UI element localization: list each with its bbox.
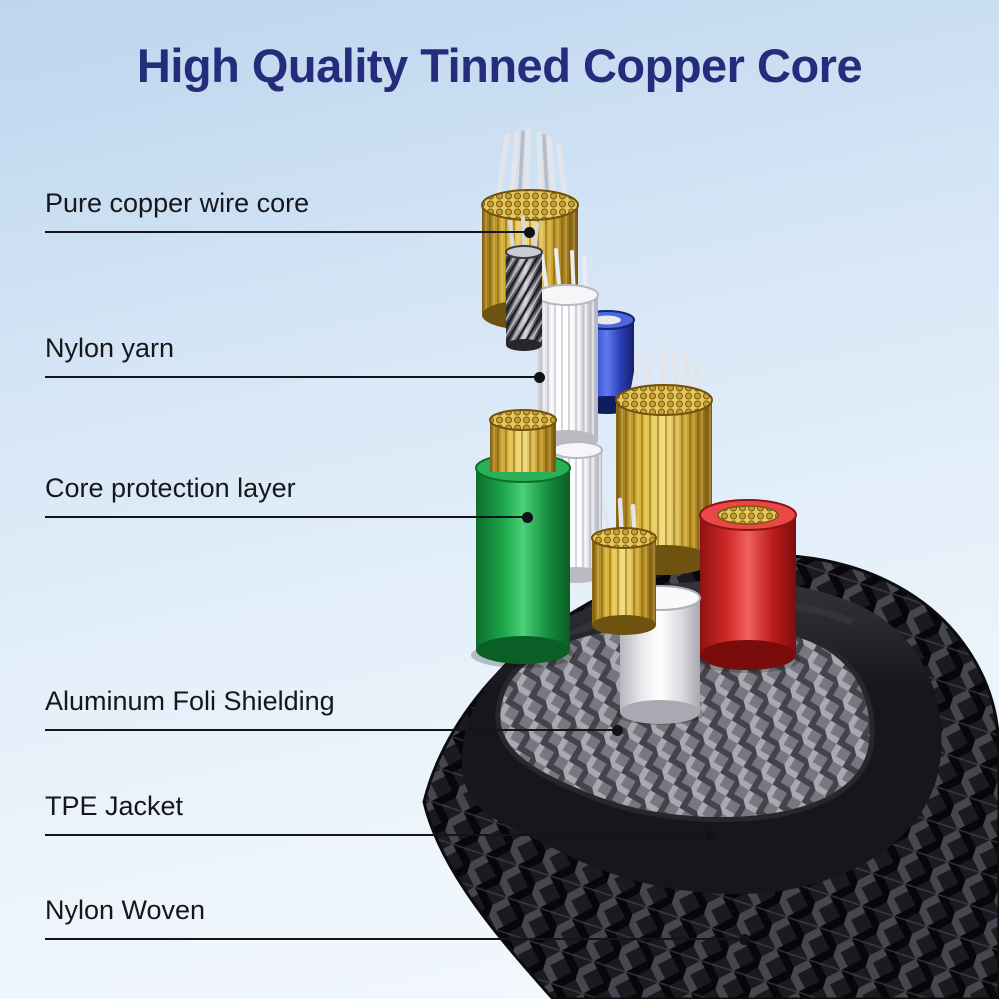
green-core-insulation bbox=[475, 409, 571, 664]
red-core-insulation bbox=[699, 499, 797, 670]
callout-tpe-jacket: TPE Jacket bbox=[45, 791, 717, 841]
callout-pure-copper-wire-core: Pure copper wire core bbox=[45, 188, 535, 238]
copper-bundle-in-green bbox=[489, 409, 557, 472]
white-core-insulation bbox=[591, 497, 701, 724]
callout-label: Nylon Woven bbox=[45, 895, 206, 925]
callout-dot bbox=[524, 227, 535, 238]
callout-label: Aluminum Foli Shielding bbox=[45, 686, 335, 716]
callout-nylon-yarn: Nylon yarn bbox=[45, 333, 545, 383]
callout-core-protection-layer: Core protection layer bbox=[45, 473, 533, 523]
twisted-signal-wire bbox=[505, 216, 543, 351]
callout-label: TPE Jacket bbox=[45, 791, 184, 821]
page-title: High Quality Tinned Copper Core bbox=[136, 39, 863, 92]
copper-bundle-center bbox=[591, 497, 657, 635]
callout-dot bbox=[522, 512, 533, 523]
callout-label: Nylon yarn bbox=[45, 333, 175, 363]
callout-dot bbox=[706, 830, 717, 841]
callout-label: Core protection layer bbox=[45, 473, 296, 503]
callout-aluminum-foil-shielding: Aluminum Foli Shielding bbox=[45, 686, 623, 736]
callout-dot bbox=[534, 372, 545, 383]
callout-dot bbox=[739, 934, 750, 945]
callout-dot bbox=[612, 725, 623, 736]
callout-label: Pure copper wire core bbox=[45, 188, 310, 218]
callout-nylon-woven: Nylon Woven bbox=[45, 895, 750, 945]
